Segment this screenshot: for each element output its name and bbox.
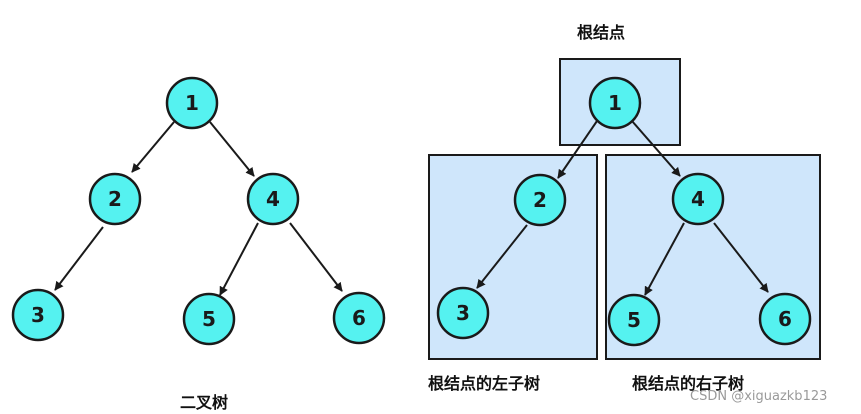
right-subtree-caption: 根结点的右子树: [632, 374, 744, 393]
left-subtree-caption: 根结点的左子树: [428, 374, 540, 393]
node-label-r3: 3: [456, 301, 470, 325]
tree-node-4: 4: [246, 172, 300, 226]
node-label-r6: 6: [778, 307, 792, 331]
edge-4-6: [289, 222, 343, 292]
tree-node-r2: 2: [513, 173, 567, 227]
left-tree-caption: 二叉树: [180, 393, 228, 412]
tree-node-5: 5: [182, 292, 236, 346]
node-label-2: 2: [108, 187, 122, 211]
edge-r4-r5: [644, 222, 685, 296]
node-label-r5: 5: [627, 308, 641, 332]
edge-r1-r4: [631, 120, 681, 177]
node-label-r2: 2: [533, 188, 547, 212]
tree-node-r5: 5: [607, 293, 661, 347]
left-tree: 1 2 3 4 5 6 二叉树: [11, 76, 386, 412]
watermark-text: CSDN @xiguazkb123: [690, 389, 827, 404]
tree-node-r6: 6: [758, 292, 812, 346]
node-label-5: 5: [202, 307, 216, 331]
edge-r4-r6: [713, 222, 769, 293]
edge-r1-r2: [557, 120, 598, 179]
node-label-6: 6: [352, 306, 366, 330]
edge-1-4: [209, 121, 255, 177]
right-tree: 根结点 1 2 3 4 5: [428, 23, 821, 393]
node-label-4: 4: [266, 187, 280, 211]
tree-node-r4: 4: [671, 172, 725, 226]
tree-node-r1: 1: [588, 76, 642, 130]
tree-node-6: 6: [332, 291, 386, 345]
tree-node-1: 1: [165, 76, 219, 130]
node-label-3: 3: [31, 303, 45, 327]
root-caption: 根结点: [577, 23, 625, 42]
edge-2-3: [54, 226, 104, 291]
node-label-1: 1: [185, 91, 199, 115]
tree-node-3: 3: [11, 288, 65, 342]
edge-r2-r3: [476, 224, 528, 289]
tree-node-r3: 3: [436, 286, 490, 340]
node-label-r4: 4: [691, 187, 705, 211]
edge-4-5: [219, 222, 259, 296]
node-label-r1: 1: [608, 91, 622, 115]
tree-node-2: 2: [88, 172, 142, 226]
edge-1-2: [131, 121, 175, 173]
